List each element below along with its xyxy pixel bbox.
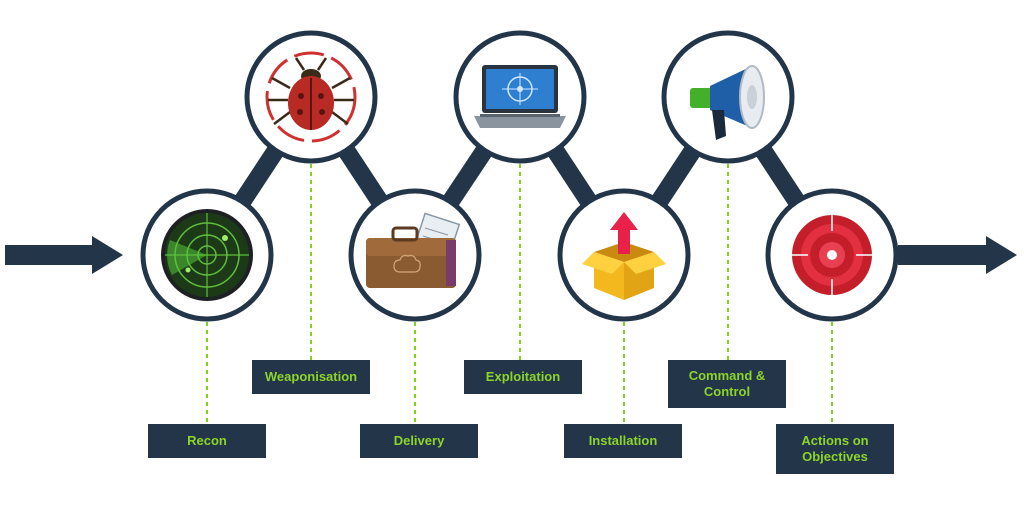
laptop-icon — [474, 65, 566, 128]
stage-node-actions-on-objectives — [765, 188, 899, 322]
stage-label-text: Weaponisation — [264, 369, 358, 384]
target-icon — [782, 205, 882, 305]
stage-label-text: Recon — [187, 433, 227, 448]
stage-label-text: Delivery — [393, 433, 445, 448]
stage-label-actions-on-objectives: Actions on Objectives — [776, 424, 894, 474]
stage-label-text: Command & Control — [688, 368, 766, 399]
bug-icon — [265, 51, 357, 143]
stage-node-recon — [140, 188, 274, 322]
stage-label-delivery: Delivery — [360, 424, 478, 458]
output-arrow — [898, 236, 1017, 274]
package-icon — [582, 212, 666, 300]
stage-label-recon: Recon — [148, 424, 266, 458]
stage-label-text: Actions on Objectives — [801, 433, 869, 464]
stage-label-command-control: Command & Control — [668, 360, 786, 408]
stage-label-exploitation: Exploitation — [464, 360, 582, 394]
briefcase-icon — [366, 212, 461, 288]
stage-node-installation — [557, 188, 691, 322]
stage-node-weaponisation — [244, 30, 378, 164]
radar-icon — [161, 209, 253, 301]
stage-label-text: Exploitation — [485, 369, 561, 384]
input-arrow — [5, 236, 123, 274]
stage-label-text: Installation — [588, 433, 658, 448]
stage-node-exploitation — [453, 30, 587, 164]
megaphone-icon — [690, 65, 765, 140]
stage-label-weaponisation: Weaponisation — [252, 360, 370, 394]
stage-label-installation: Installation — [564, 424, 682, 458]
guide-lines — [206, 164, 833, 424]
stage-node-delivery — [348, 188, 482, 322]
stage-node-command-control — [661, 30, 795, 164]
